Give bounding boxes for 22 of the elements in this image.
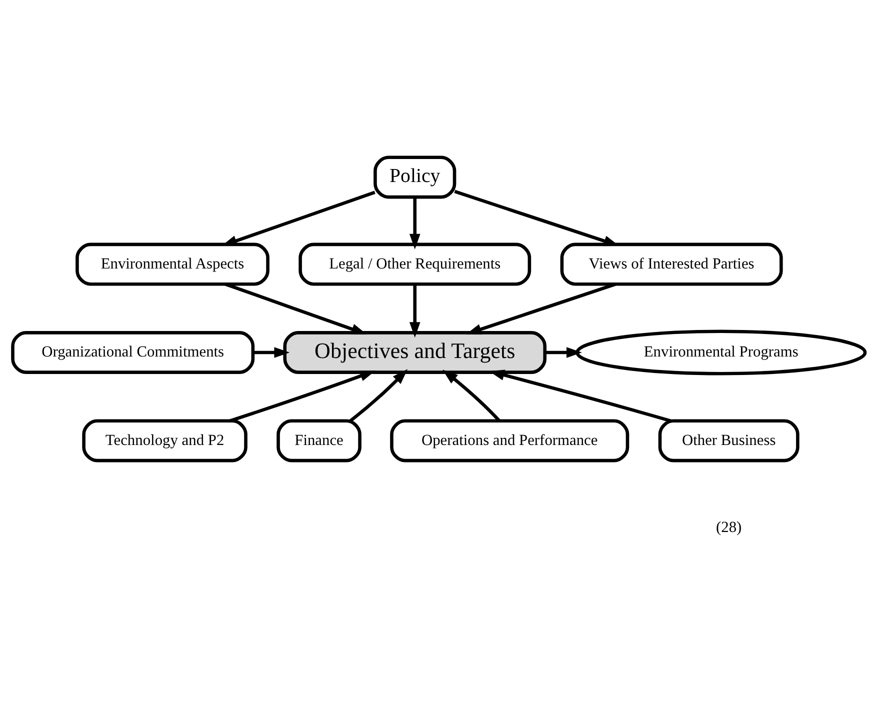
node-box: Organizational Commitments xyxy=(11,330,255,374)
arrow xyxy=(544,346,582,358)
node-box: Objectives and Targets xyxy=(283,330,547,374)
node-box: Finance xyxy=(276,418,362,462)
node-box: Environmental Aspects xyxy=(76,242,270,286)
arrow xyxy=(349,368,408,422)
node-box: Operations and Performance xyxy=(390,418,630,462)
arrow xyxy=(253,346,290,358)
node-box: Views of Interested Parties xyxy=(560,242,783,286)
arrow xyxy=(442,369,501,422)
label: (28) xyxy=(716,518,742,536)
arrow xyxy=(466,282,616,334)
node-box: Legal / Other Requirements xyxy=(298,242,532,286)
arrow xyxy=(409,196,420,249)
node-ellipse: Environmental Programs xyxy=(576,329,867,375)
node-box: Technology and P2 xyxy=(82,418,248,462)
node-box: Other Business xyxy=(658,418,800,462)
arrow xyxy=(229,370,376,422)
arrow xyxy=(224,282,367,334)
node-box: Policy xyxy=(374,155,456,198)
arrow xyxy=(409,284,420,338)
arrow xyxy=(488,369,672,422)
